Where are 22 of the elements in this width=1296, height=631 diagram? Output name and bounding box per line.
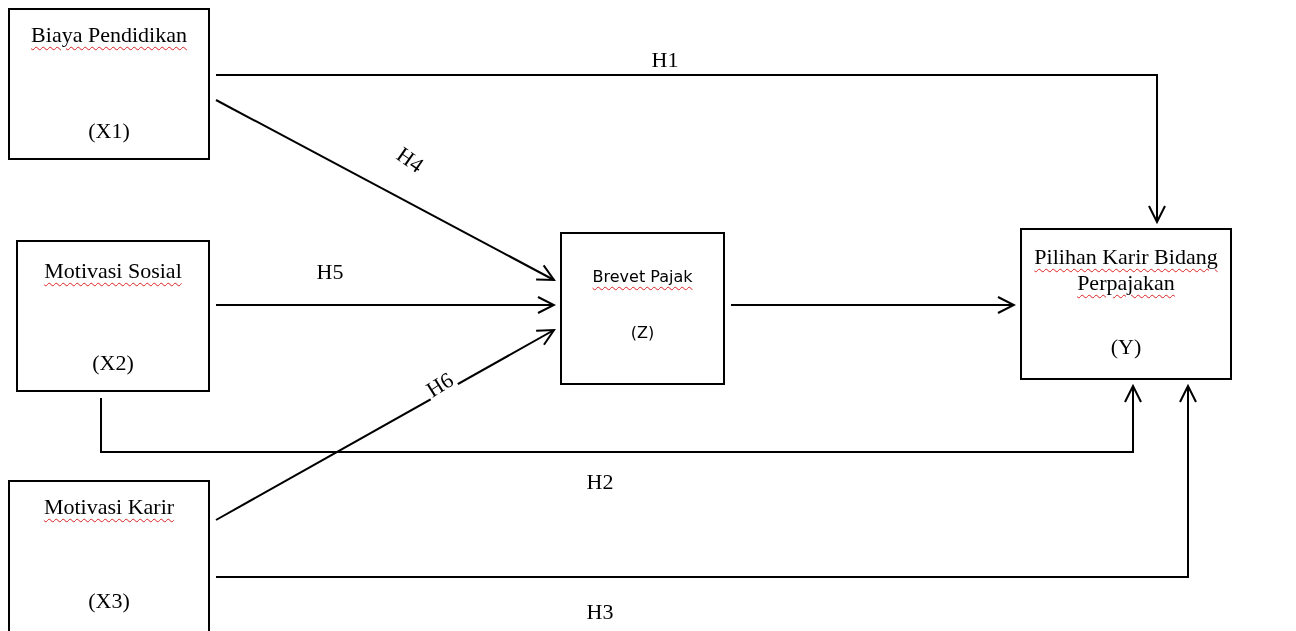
arrow [215,74,1166,223]
variable-name: Pilihan Karir Bidang Perpajakan [1033,244,1219,296]
arrow [215,385,1197,578]
variable-name: Biaya Pendidikan [31,22,187,48]
variable-name: Brevet Pajak [592,266,693,286]
variable-code: (X1) [88,118,130,144]
arrow [215,99,555,281]
variable-name: Motivasi Sosial [44,258,182,284]
arrow [215,329,555,521]
variable-box [8,480,210,631]
variable-box [560,232,725,385]
arrow [100,385,1142,453]
variable-box [1020,228,1232,380]
variable-name: Motivasi Karir [43,494,175,520]
arrow [730,296,1015,314]
variable-code: (Z) [630,323,655,343]
variable-code: (X2) [92,350,134,376]
variable-box [16,240,210,392]
variable-code: (X3) [88,588,130,614]
variable-code: (Y) [1110,334,1142,360]
arrow [215,296,555,314]
variable-box [8,8,210,160]
